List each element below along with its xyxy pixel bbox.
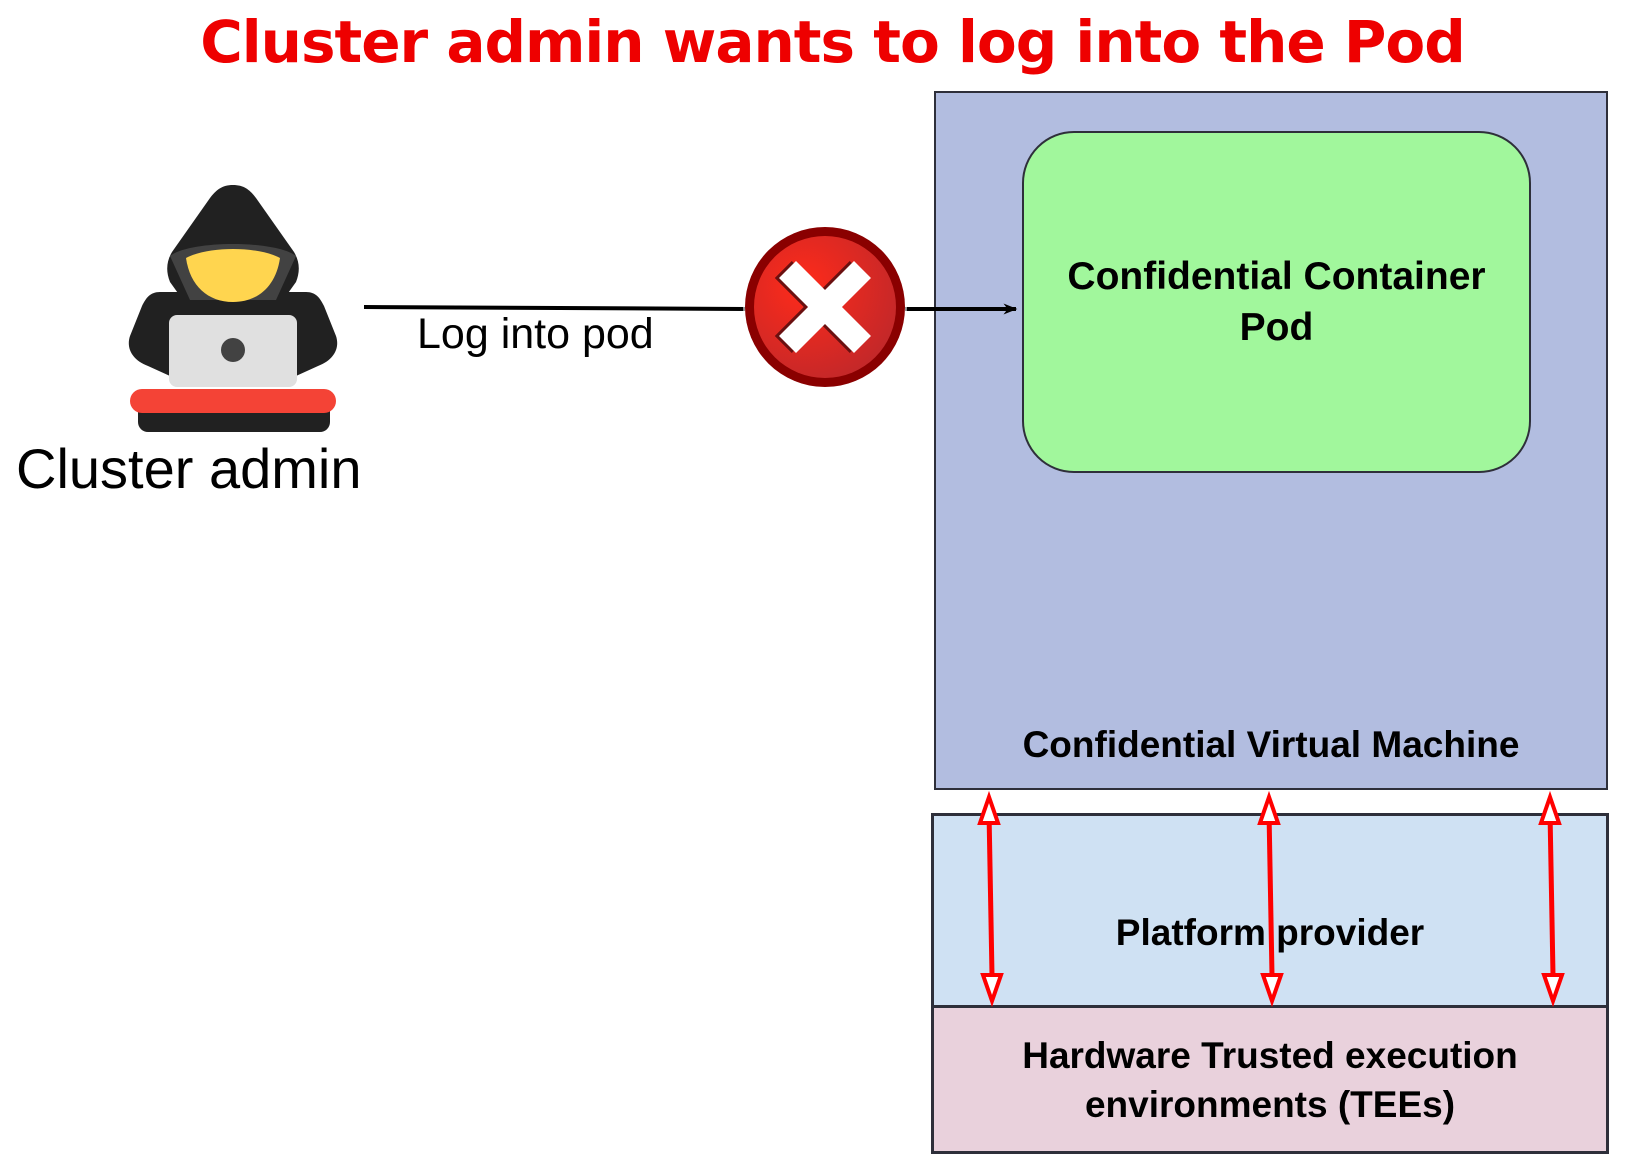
vm-tee-link-1 — [977, 790, 1004, 1008]
x-circle-icon — [743, 225, 907, 389]
diagram-title: Cluster admin wants to log into the Pod — [200, 8, 1466, 76]
tee-label: Hardware Trusted execution environments … — [1022, 1034, 1518, 1125]
confidential-pod-box: Confidential Container Pod — [1022, 131, 1531, 473]
pod-label: Confidential Container Pod — [1067, 255, 1486, 349]
tee-box: Hardware Trusted execution environments … — [931, 1005, 1609, 1154]
hacker-with-laptop-icon — [128, 185, 338, 432]
vm-tee-link-2 — [1257, 790, 1284, 1008]
connection-label: Log into pod — [417, 310, 654, 358]
cluster-admin-label: Cluster admin — [16, 437, 362, 500]
vm-label: Confidential Virtual Machine — [1022, 724, 1520, 765]
connection-line-left — [363, 305, 746, 311]
vm-tee-link-3 — [1538, 790, 1565, 1008]
